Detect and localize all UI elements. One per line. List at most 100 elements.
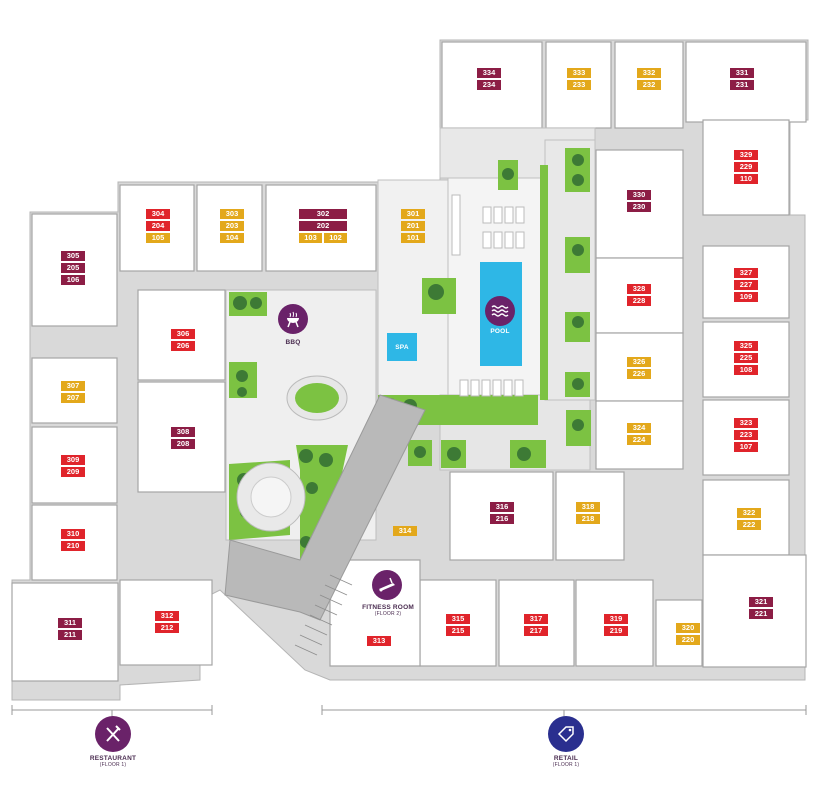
- unit-number: 327: [734, 268, 758, 278]
- bbq-label: BBQ: [285, 339, 301, 346]
- unit-number: 326: [627, 357, 651, 367]
- unit-number: 311: [58, 618, 82, 628]
- unit-number: 208: [171, 439, 195, 449]
- unit-number: 322: [737, 508, 761, 518]
- price-tag-icon[interactable]: [548, 716, 584, 752]
- retail-floor: (FLOOR 1): [552, 762, 580, 768]
- unit-number: 303: [220, 209, 244, 219]
- fitness-room-label: FITNESS ROOM (FLOOR 2): [355, 604, 421, 617]
- unit-number: 220: [676, 635, 700, 645]
- unit-number: 332: [637, 68, 661, 78]
- unit-number: 234: [477, 80, 501, 90]
- unit-number: 209: [61, 467, 85, 477]
- unit-number: 310: [61, 529, 85, 539]
- restaurant-label: RESTAURANT (FLOOR 1): [78, 755, 148, 768]
- unit-number-floor2: 202: [299, 221, 347, 231]
- unit-number: 307: [61, 381, 85, 391]
- unit-number: 314: [393, 526, 417, 536]
- spa-water: [387, 333, 417, 361]
- unit-number: 221: [749, 609, 773, 619]
- retail-title: RETAIL: [553, 755, 579, 762]
- fitness-room-title: FITNESS ROOM: [362, 604, 414, 611]
- restaurant-title: RESTAURANT: [89, 755, 137, 762]
- unit-number: 313: [367, 636, 391, 646]
- unit-number: 223: [734, 430, 758, 440]
- unit-number: 316: [490, 502, 514, 512]
- unit-number: 315: [446, 614, 470, 624]
- unit-302[interactable]: 302 202 103 102: [299, 209, 347, 243]
- unit-number: 319: [604, 614, 628, 624]
- unit-number: 318: [576, 502, 600, 512]
- unit-number: 231: [730, 80, 754, 90]
- unit-number-floor1: 102: [324, 233, 347, 243]
- unit-number: 331: [730, 68, 754, 78]
- unit-number: 222: [737, 520, 761, 530]
- unit-number: 215: [446, 626, 470, 636]
- lounge-chairs: [451, 194, 525, 397]
- unit-number: 309: [61, 455, 85, 465]
- unit-303[interactable]: 303 203 104: [220, 209, 244, 243]
- unit-number: 304: [146, 209, 170, 219]
- unit-number: 204: [146, 221, 170, 231]
- spa-label: SPA: [395, 344, 409, 351]
- fork-knife-icon[interactable]: [95, 716, 131, 752]
- unit-number: 105: [146, 233, 170, 243]
- unit-number: 330: [627, 190, 651, 200]
- unit-number: 306: [171, 329, 195, 339]
- pool-label: POOL: [490, 328, 510, 335]
- unit-number: 203: [220, 221, 244, 231]
- unit-314[interactable]: 314: [393, 526, 417, 536]
- treadmill-icon[interactable]: [372, 570, 402, 600]
- unit-number: 334: [477, 68, 501, 78]
- unit-number: 218: [576, 514, 600, 524]
- unit-number: 324: [627, 423, 651, 433]
- unit-number: 109: [734, 292, 758, 302]
- unit-number: 211: [58, 630, 82, 640]
- unit-number: 219: [604, 626, 628, 636]
- grill-icon[interactable]: [278, 304, 308, 334]
- unit-number: 308: [171, 427, 195, 437]
- unit-number: 107: [734, 442, 758, 452]
- unit-313[interactable]: 313: [367, 636, 391, 646]
- waves-icon[interactable]: [485, 296, 515, 326]
- unit-number: 225: [734, 353, 758, 363]
- unit-number: 104: [220, 233, 244, 243]
- unit-number: 329: [734, 150, 758, 160]
- fitness-room-floor: (FLOOR 2): [374, 611, 402, 617]
- unit-number: 210: [61, 541, 85, 551]
- unit-number: 320: [676, 623, 700, 633]
- restaurant-floor: (FLOOR 1): [99, 762, 127, 768]
- unit-304[interactable]: 304 204 105: [146, 209, 170, 243]
- unit-number: 312: [155, 611, 179, 621]
